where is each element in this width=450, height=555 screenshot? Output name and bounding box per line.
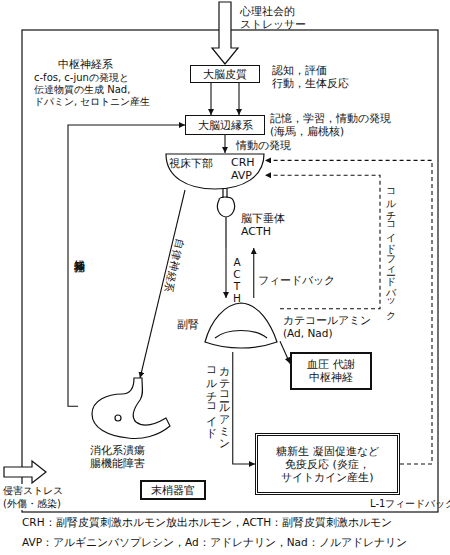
connector-arrow <box>238 83 239 115</box>
connector-arrow <box>68 125 185 406</box>
hypothalamus-shape: 視床下部 CRH AVP <box>165 153 265 190</box>
connector-arrow <box>253 248 254 298</box>
node-text: 視床下部 <box>169 157 213 170</box>
node-text: 消化系潰瘍 腸機能障害 <box>90 444 172 470</box>
effect-box: 血圧 代謝 中枢神経 <box>290 352 372 390</box>
connector-label: 知覚神経系 <box>72 252 85 314</box>
node-text: 血圧 代謝 中枢神経 <box>295 358 367 384</box>
pituitary-shape: 脳下垂体 ACTH <box>205 188 300 248</box>
pituitary-shape-path <box>217 188 234 248</box>
connector-label: カテコールアミン コルチコイド <box>204 360 230 454</box>
connector-arrow <box>280 341 290 363</box>
section-heading: 中枢神経系 <box>58 58 113 71</box>
node-text: CRH AVP <box>231 156 263 182</box>
brain-box: 大脳皮質 <box>190 65 260 83</box>
response-box: 糖新生 凝固促進など 免疫反応 (炎症，サイトカイン産生) <box>255 433 400 495</box>
stomach-illustration: 消化系潰瘍 腸機能障害 <box>78 378 172 472</box>
node-text: 大脳皮質 <box>203 68 247 81</box>
connector-label: ACTH <box>230 256 243 308</box>
stressor-label: 心理社会的 ストレッサー <box>240 5 312 31</box>
organ-box: 末梢器官 <box>140 480 206 500</box>
connector-arrow <box>265 160 432 464</box>
node-text: 末梢器官 <box>151 484 195 497</box>
connector-label: コルチコイド・フィードバック <box>384 182 397 334</box>
adrenal-shape-path <box>205 303 277 348</box>
note-text: 情動の発現 <box>236 139 291 152</box>
stressor-arrow <box>212 2 238 64</box>
connector-label: フィードバック <box>258 274 335 287</box>
node-text: 副腎 <box>177 318 199 331</box>
connector-arrow <box>225 248 226 298</box>
connector-label: カテコールアミン (Ad, Nad) <box>283 314 375 340</box>
note-text: 記憶，学習，情動の発現 (海馬，扁桃核) <box>270 112 394 138</box>
connector-arrow <box>265 175 380 309</box>
hypothalamus-shape-path <box>166 154 264 189</box>
connector-arrow <box>210 83 211 115</box>
note-text: 認知，評価 行動，生体反応 <box>272 64 356 90</box>
note-text: c-fos, c-junの発現と 伝達物質の生成 Nad, ドパミン, セロトニ… <box>34 72 154 108</box>
connector-arrow <box>233 352 255 464</box>
brain-box: 大脳辺縁系 <box>185 115 265 135</box>
abbreviation-note: AVP：アルギニンバソプレシン，Ad：アドレナリン，Nad：ノルアドレナリン <box>22 536 407 549</box>
connector-label: L-1フィードバック <box>370 497 450 510</box>
connector-arrow <box>224 135 225 153</box>
stressor-label: 侵害ストレス (外傷・感染) <box>3 484 69 510</box>
connector-arrow <box>140 190 185 378</box>
abbreviation-note: CRH：副腎皮質刺激ホルモン放出ホルモン，ACTH：副腎皮質刺激ホルモン <box>22 516 392 529</box>
node-text: 大脳辺縁系 <box>198 119 253 132</box>
connector-label: 自律神経系 <box>161 238 186 295</box>
node-text: 糖新生 凝固促進など 免疫反応 (炎症，サイトカイン産生) <box>261 445 394 484</box>
outer-frame <box>22 30 438 512</box>
injury-arrow <box>4 461 46 483</box>
adrenal-shape: 副腎 <box>175 298 280 352</box>
stomach-illustration-path <box>92 378 170 439</box>
node-text: 脳下垂体 ACTH <box>241 212 299 238</box>
